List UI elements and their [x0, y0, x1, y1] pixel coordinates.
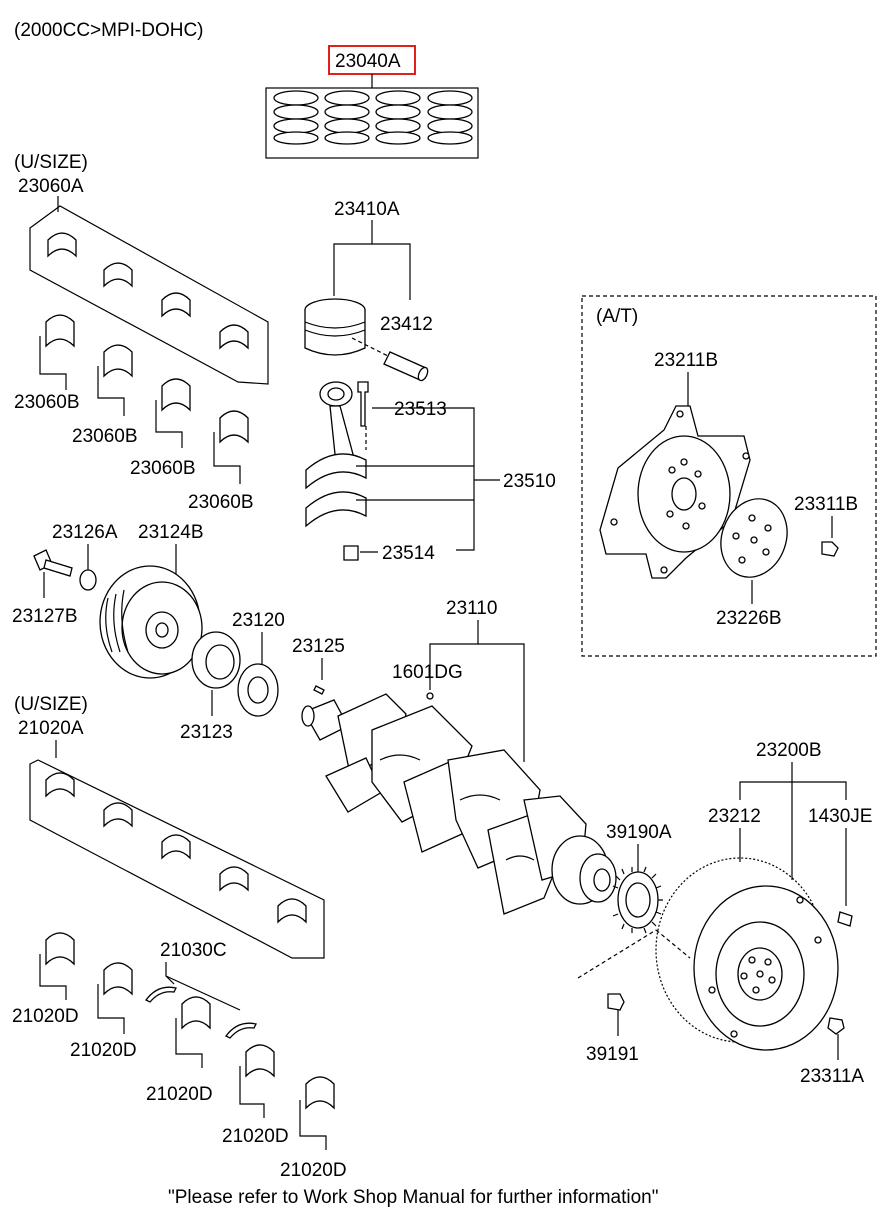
main-bearing-shells-lower	[45, 314, 249, 444]
label-39190A[interactable]: 39190A	[606, 822, 672, 843]
engine-spec-label: (2000CC>MPI-DOHC)	[14, 20, 204, 41]
label-23211B[interactable]: 23211B	[654, 350, 718, 371]
label-23311A[interactable]: 23311A	[800, 1066, 864, 1087]
label-23212[interactable]: 23212	[708, 806, 761, 827]
footer-note: "Please refer to Work Shop Manual for fu…	[168, 1187, 658, 1208]
label-1430JE[interactable]: 1430JE	[808, 806, 872, 827]
label-21020D-4[interactable]: 21020D	[222, 1126, 289, 1147]
label-23410A[interactable]: 23410A	[334, 199, 400, 220]
label-39191[interactable]: 39191	[586, 1044, 639, 1065]
label-23060B-4[interactable]: 23060B	[188, 492, 254, 513]
label-23060B-1[interactable]: 23060B	[14, 392, 80, 413]
label-at: (A/T)	[596, 306, 638, 327]
label-usize-2: (U/SIZE)	[14, 694, 88, 715]
crank-plug	[426, 692, 434, 700]
thrust-bearing-set-box	[29, 759, 325, 959]
dowel-pin	[837, 911, 853, 927]
label-23110[interactable]: 23110	[446, 598, 497, 619]
timing-sprocket	[237, 663, 279, 717]
label-23125[interactable]: 23125	[292, 636, 345, 657]
connecting-rod	[305, 381, 367, 528]
crank-pulley	[99, 565, 203, 679]
piston-rings	[273, 90, 473, 145]
label-21020A[interactable]: 21020A	[18, 718, 84, 739]
label-23311B[interactable]: 23311B	[794, 494, 858, 515]
label-1601DG[interactable]: 1601DG	[392, 662, 463, 683]
label-23060B-2[interactable]: 23060B	[72, 426, 138, 447]
piston	[304, 298, 366, 356]
label-23123[interactable]: 23123	[180, 722, 233, 743]
label-23124B[interactable]: 23124B	[138, 522, 204, 543]
piston-ring-set-box	[265, 87, 479, 159]
label-usize-1: (U/SIZE)	[14, 152, 88, 173]
label-23127B[interactable]: 23127B	[12, 606, 78, 627]
woodruff-key	[313, 685, 325, 695]
bearing-shells-set-2	[45, 772, 307, 924]
at-dashed-box	[581, 295, 877, 657]
label-21020D-5[interactable]: 21020D	[280, 1160, 347, 1181]
label-23510[interactable]: 23510	[503, 471, 556, 492]
label-23514[interactable]: 23514	[382, 543, 435, 564]
crank-sensor-wheel	[612, 866, 663, 934]
flange	[191, 631, 241, 689]
washer	[79, 569, 97, 591]
label-23412[interactable]: 23412	[380, 314, 433, 335]
label-23060A[interactable]: 23060A	[18, 176, 84, 197]
label-21020D-2[interactable]: 21020D	[70, 1040, 137, 1061]
flywheel	[693, 885, 839, 1051]
adapter-plate	[720, 498, 788, 578]
rod-nut	[343, 545, 359, 561]
thrust-washers	[145, 986, 257, 1039]
sensor-wheel-bolt	[607, 993, 625, 1011]
label-23060B-3[interactable]: 23060B	[130, 458, 196, 479]
pulley-bolt	[33, 549, 73, 577]
label-23120[interactable]: 23120	[232, 610, 285, 631]
label-23200B[interactable]: 23200B	[756, 740, 822, 761]
drive-plate-bolt	[821, 541, 839, 557]
main-bearing-shells-upper	[47, 232, 249, 350]
label-23040A[interactable]: 23040A	[335, 51, 401, 72]
label-23513[interactable]: 23513	[394, 399, 447, 420]
rod-bolt	[357, 381, 369, 427]
crankshaft	[301, 693, 617, 915]
flywheel-bolt	[827, 1017, 845, 1035]
label-21030C[interactable]: 21030C	[160, 940, 227, 961]
label-23226B[interactable]: 23226B	[716, 608, 782, 629]
label-23126A[interactable]: 23126A	[52, 522, 118, 543]
drive-plate	[599, 405, 751, 579]
main-bearing-set-box	[29, 205, 269, 385]
label-21020D-1[interactable]: 21020D	[12, 1006, 79, 1027]
label-21020D-3[interactable]: 21020D	[146, 1084, 213, 1105]
bearing-shells-lower-2	[45, 932, 335, 1110]
piston-pin	[351, 337, 429, 382]
